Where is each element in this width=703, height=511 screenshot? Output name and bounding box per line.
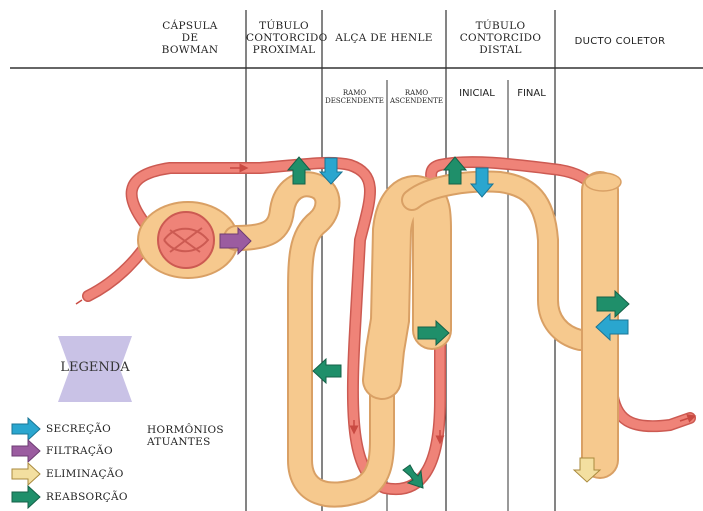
- legend-item-reabsorption: REABSORÇÃO: [10, 488, 128, 506]
- reabsorption-arrow-icon: [313, 359, 341, 383]
- legend-item-secretion: SECREÇÃO: [10, 420, 111, 438]
- legend-label: REABSORÇÃO: [46, 491, 128, 503]
- header-line: CONTORCIDO: [446, 32, 555, 44]
- header-henle: ALÇA DE HENLE: [322, 32, 446, 44]
- subheader-final: FINAL: [508, 88, 555, 99]
- subheader-line: DESCENDENTE: [322, 97, 387, 105]
- legend-title: LEGENDA: [58, 360, 132, 375]
- subheader-line: ASCENDENTE: [387, 97, 446, 105]
- subheader-line: RAMO: [387, 89, 446, 97]
- subheader-line: FINAL: [517, 88, 546, 99]
- header-bowman: CÁPSULA DE BOWMAN: [140, 20, 240, 56]
- legend-label: SECREÇÃO: [46, 423, 111, 435]
- subheader-line: INICIAL: [459, 88, 495, 99]
- header-line: DISTAL: [446, 44, 555, 56]
- header-distal: TÚBULO CONTORCIDO DISTAL: [446, 20, 555, 56]
- legend-label: ELIMINAÇÃO: [46, 468, 124, 480]
- legend-label: FILTRAÇÃO: [46, 445, 113, 457]
- hormones-label: HORMÔNIOS ATUANTES: [147, 424, 224, 448]
- subheader-line: RAMO: [322, 89, 387, 97]
- header-line: DUCTO COLETOR: [555, 36, 685, 48]
- header-line: DE: [140, 32, 240, 44]
- hormones-line: ATUANTES: [147, 436, 224, 448]
- header-collector: DUCTO COLETOR: [555, 36, 685, 48]
- hormones-line: HORMÔNIOS: [147, 424, 224, 436]
- header-line: TÚBULO: [246, 20, 322, 32]
- header-line: TÚBULO: [446, 20, 555, 32]
- header-line: BOWMAN: [140, 44, 240, 56]
- header-line: ALÇA DE HENLE: [322, 32, 446, 44]
- subheader-ascending: RAMO ASCENDENTE: [387, 89, 446, 105]
- legend-item-elimination: ELIMINAÇÃO: [10, 465, 124, 483]
- subheader-descending: RAMO DESCENDENTE: [322, 89, 387, 105]
- header-line: CÁPSULA: [140, 20, 240, 32]
- subheader-initial: INICIAL: [446, 88, 508, 99]
- header-line: CONTORCIDO: [246, 32, 322, 44]
- header-proximal: TÚBULO CONTORCIDO PROXIMAL: [246, 20, 322, 56]
- legend-item-filtration: FILTRAÇÃO: [10, 442, 113, 460]
- header-line: PROXIMAL: [246, 44, 322, 56]
